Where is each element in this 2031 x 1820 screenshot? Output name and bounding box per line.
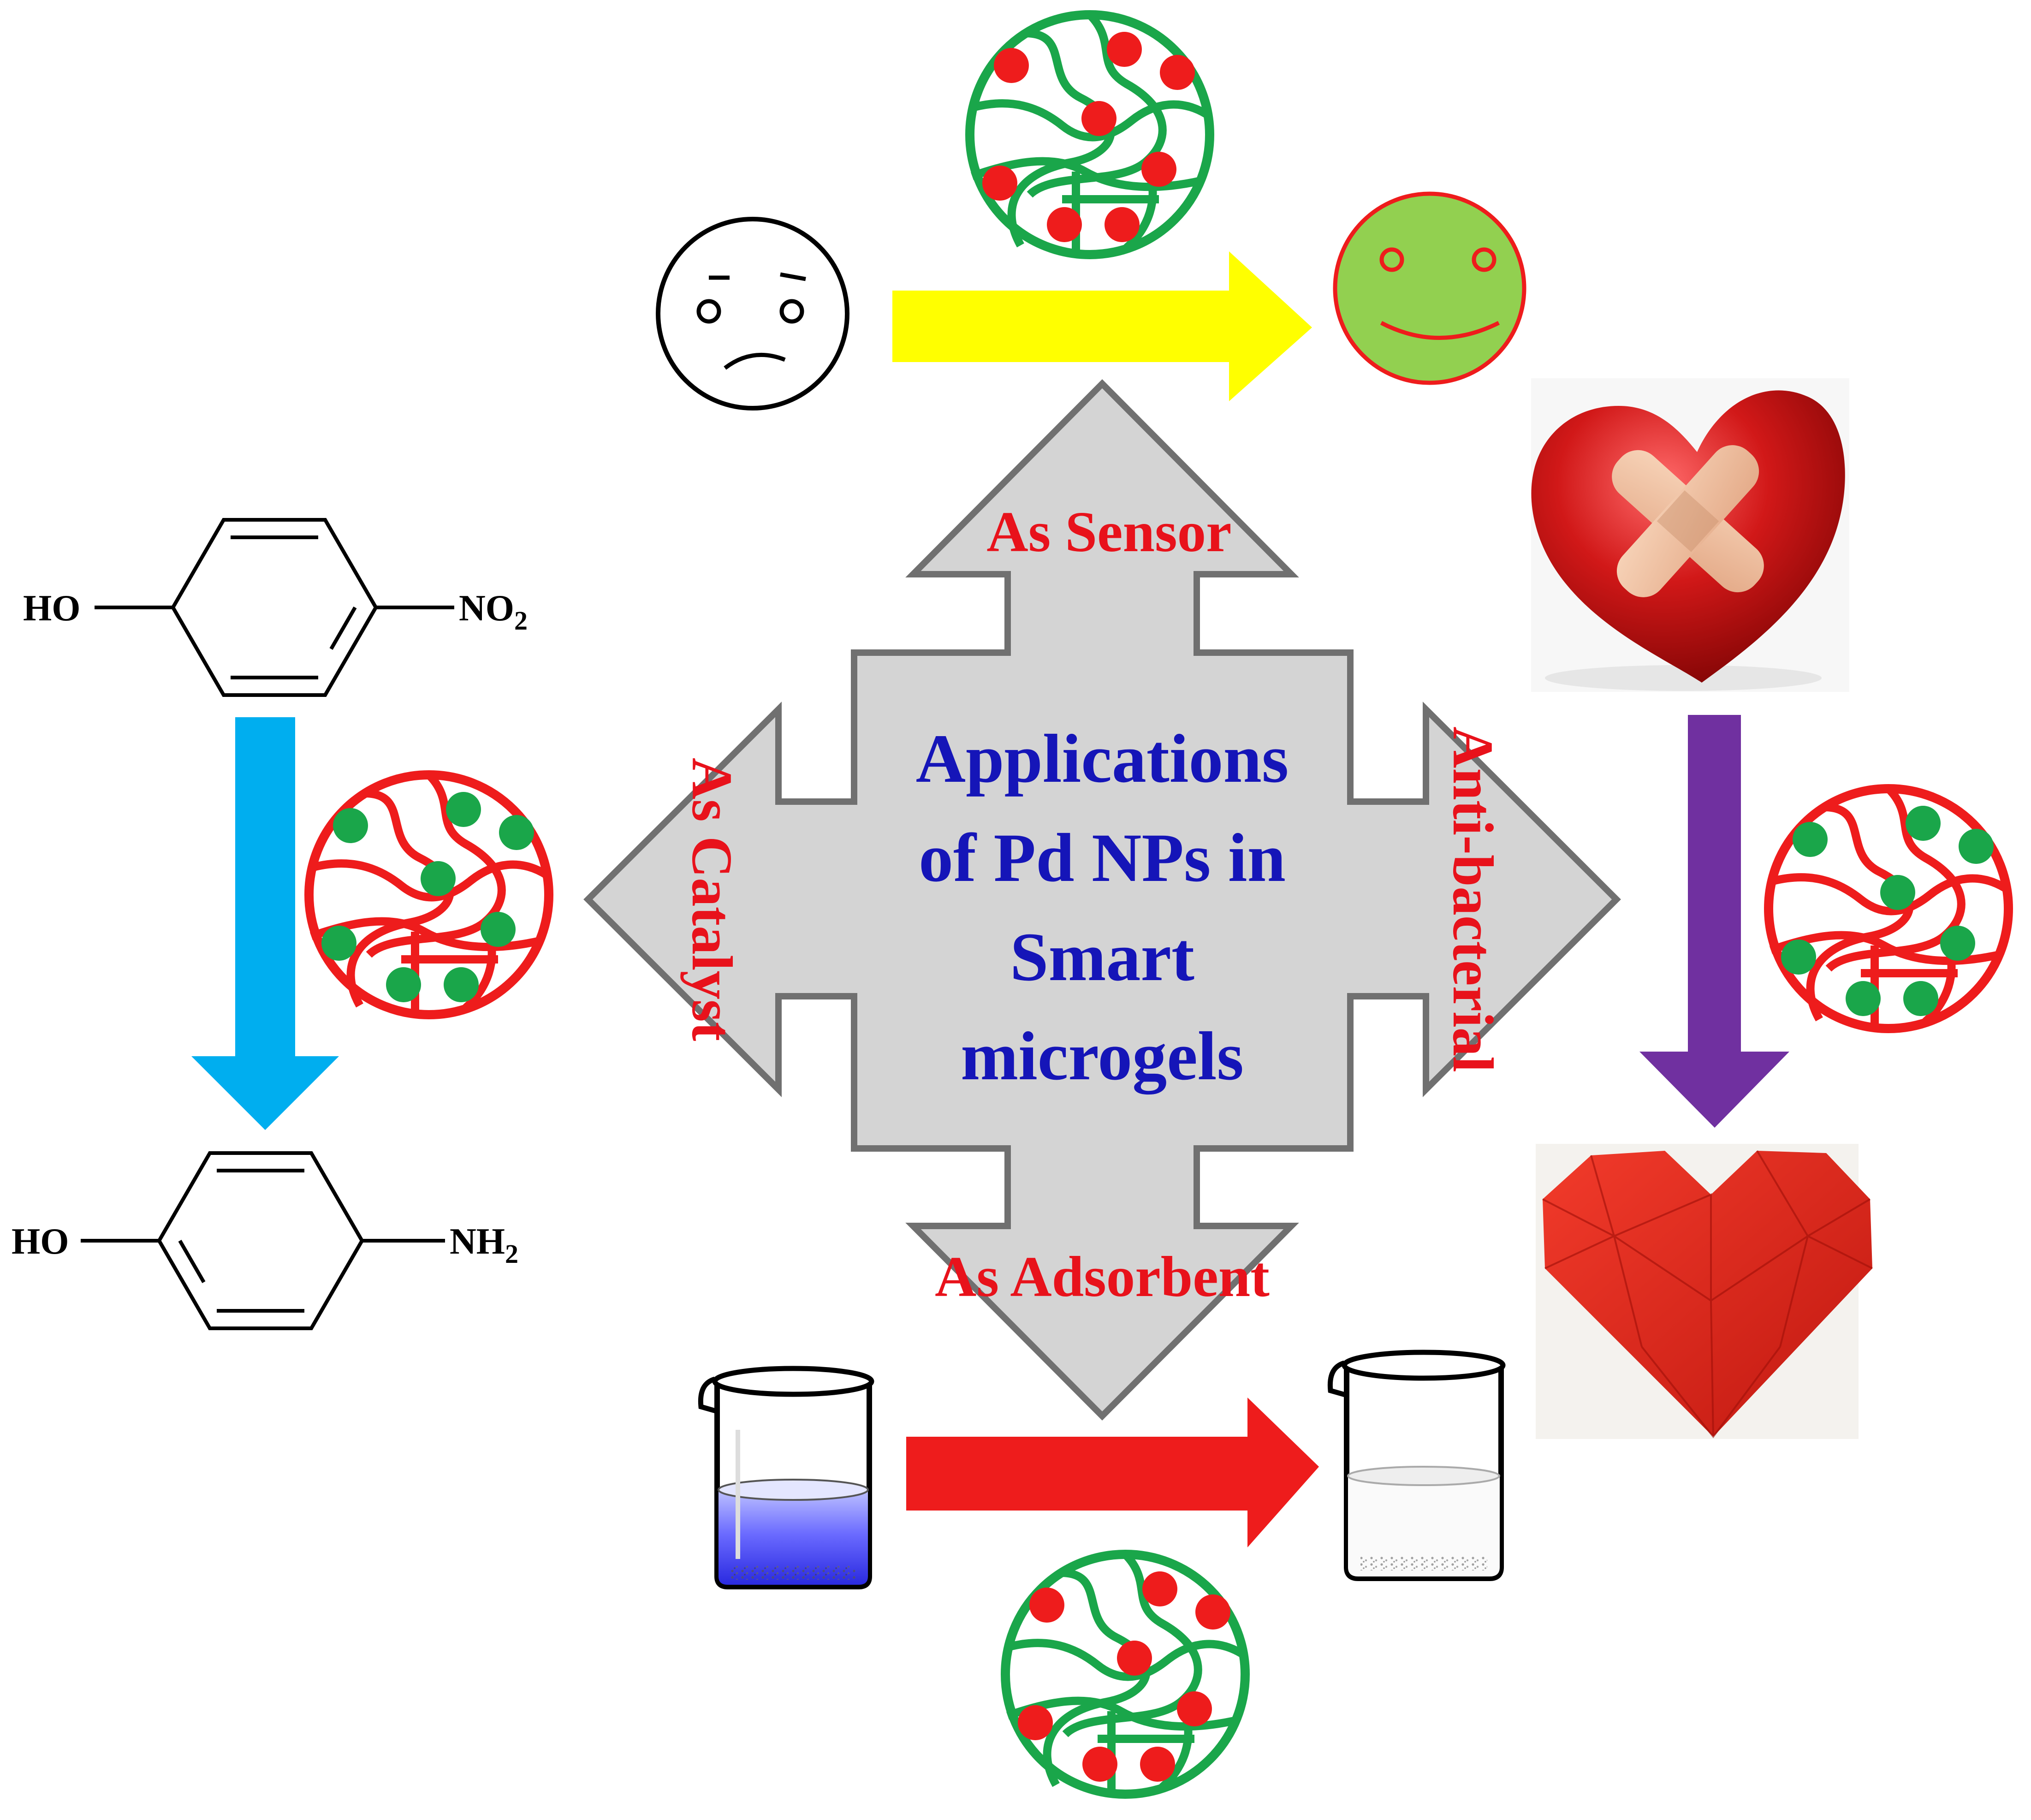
product-nh2-label: NH2: [450, 1221, 518, 1269]
arm-label-sensor: As Sensor: [986, 500, 1231, 564]
happy-face-icon: [1333, 191, 1526, 385]
nitrophenol-structure: [95, 518, 454, 697]
reactant-ho-label: HO: [23, 588, 80, 629]
yellow-arrow: [892, 251, 1312, 401]
product-ho-label: HO: [12, 1221, 69, 1262]
paper-heart-icon: [1536, 1144, 1873, 1439]
center-title: Applications of Pd NPs in Smart microgel…: [916, 720, 1289, 1094]
microgel-icon: [309, 775, 549, 1015]
blue-arrow: [191, 717, 339, 1130]
arm-label-adsorbent: As Adsorbent: [935, 1245, 1270, 1309]
beaker-clear-icon: [1327, 1350, 1506, 1581]
sad-face-icon: [656, 217, 849, 410]
microgel-icon: [1005, 1554, 1245, 1794]
center-title-line-2: of Pd NPs in: [919, 820, 1286, 896]
four-way-arrow: [583, 379, 1621, 1421]
beaker-dye-icon: [698, 1366, 874, 1589]
microgel-icon: [970, 15, 1210, 255]
purple-arrow: [1639, 715, 1789, 1128]
red-arrow: [906, 1398, 1319, 1547]
center-title-line-4: microgels: [961, 1018, 1244, 1094]
arm-label-catalyst: As Catalyst: [680, 758, 743, 1041]
center-title-line-3: Smart: [1010, 919, 1194, 995]
microgel-icon: [1769, 789, 2008, 1029]
aminophenol-structure: [81, 1151, 445, 1330]
reactant-no2-label: NO2: [459, 588, 528, 636]
center-title-line-1: Applications: [916, 720, 1289, 797]
arm-label-antibacterial: Anti-bacterial: [1441, 726, 1504, 1072]
cross-body: [583, 379, 1621, 1421]
bandaged-heart-icon: [1531, 378, 1849, 692]
